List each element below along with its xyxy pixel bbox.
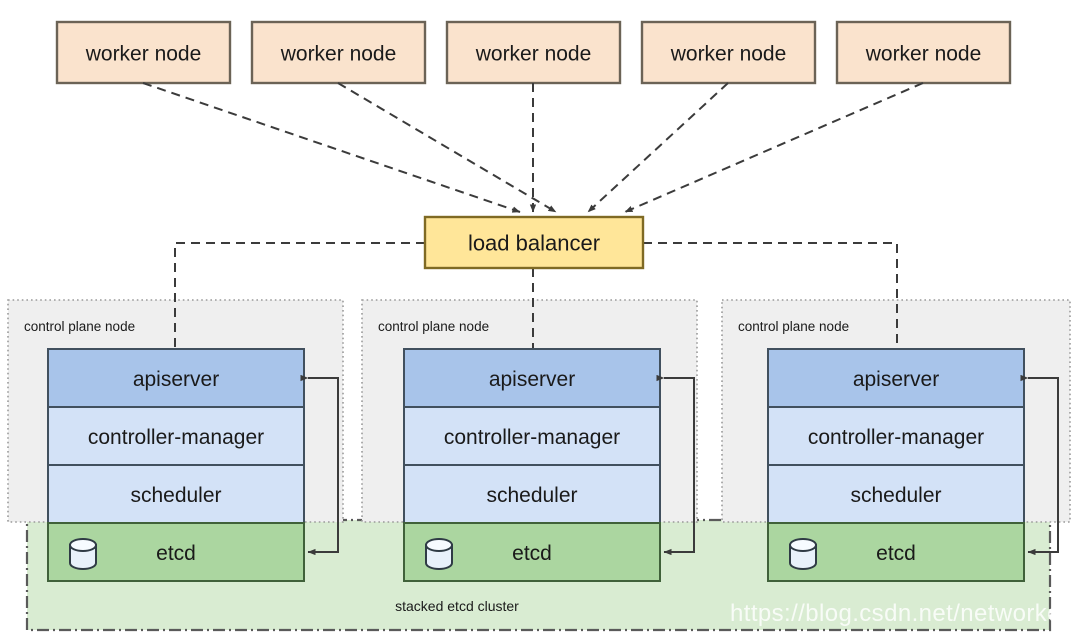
worker-to-lb-edge-2 xyxy=(337,82,557,213)
apiserver-etcd-connectors xyxy=(300,374,1059,556)
control-plane-stacks: apiserver controller-manager scheduler etcd… xyxy=(47,348,1025,582)
component-label-etcd-2: etcd xyxy=(512,542,552,565)
worker-nodes: worker node worker node worker node worker … xyxy=(55,20,1012,85)
component-component-node-3 xyxy=(767,464,1025,524)
worker-node-label-5: worker node xyxy=(865,43,982,66)
component-label-component-3: scheduler xyxy=(850,484,941,507)
component-label-component-1: scheduler xyxy=(130,484,221,507)
worker-to-loadbalancer-edges xyxy=(142,82,924,213)
apiserver-etcd-connector-3 xyxy=(1020,374,1059,556)
worker-node-label-1: worker node xyxy=(85,43,202,66)
component-label-component-2: scheduler xyxy=(486,484,577,507)
stacked-etcd-cluster-label: stacked etcd cluster xyxy=(395,598,519,614)
control-plane-node-label-3: control plane node xyxy=(738,319,849,334)
worker-node-label-2: worker node xyxy=(280,43,397,66)
load-balancer-label: load balancer xyxy=(468,231,600,256)
worker-node-label-4: worker node xyxy=(670,43,787,66)
load-balancer-box xyxy=(423,215,645,270)
worker-to-lb-edge-5 xyxy=(624,82,924,213)
worker-node-5 xyxy=(835,20,1012,85)
component-component-node-1 xyxy=(47,464,305,524)
control-plane-node-label-2: control plane node xyxy=(378,319,489,334)
database-icon xyxy=(425,538,453,570)
worker-node-3 xyxy=(445,20,622,85)
control-plane-node-label-1: control plane node xyxy=(24,319,135,334)
component-label-etcd-3: etcd xyxy=(876,542,916,565)
component-component-node-1 xyxy=(47,406,305,466)
component-label-component-1: controller-manager xyxy=(88,426,264,449)
apiserver-etcd-connector-2 xyxy=(656,374,695,556)
lb-to-apiserver-edge-1 xyxy=(174,242,425,349)
apiserver-etcd-connector-1 xyxy=(300,374,339,556)
worker-node-4 xyxy=(640,20,817,85)
database-icon xyxy=(789,538,817,570)
loadbalancer-to-apiserver-edges xyxy=(174,242,898,349)
worker-node-label-3: worker node xyxy=(475,43,592,66)
component-label-component-3: controller-manager xyxy=(808,426,984,449)
database-icon xyxy=(69,538,97,570)
worker-to-lb-edge-4 xyxy=(587,82,729,213)
component-label-etcd-1: etcd xyxy=(156,542,196,565)
load-balancer-node: load balancer xyxy=(423,215,645,270)
worker-to-lb-edge-1 xyxy=(142,82,521,213)
component-label-apiserver-2: apiserver xyxy=(489,368,575,391)
component-apiserver-node-1 xyxy=(47,348,305,408)
stacked-etcd-cluster-text: stacked etcd cluster xyxy=(395,598,519,614)
component-label-apiserver-1: apiserver xyxy=(133,368,219,391)
component-label-component-2: controller-manager xyxy=(444,426,620,449)
component-label-apiserver-3: apiserver xyxy=(853,368,939,391)
component-component-node-3 xyxy=(767,406,1025,466)
